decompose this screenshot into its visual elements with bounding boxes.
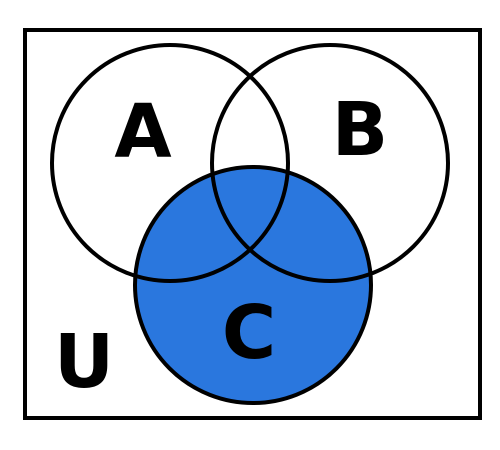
set-c-circle — [133, 165, 373, 405]
set-a-label: A — [114, 89, 171, 175]
set-c-label: C — [222, 290, 276, 376]
set-a-circle — [50, 43, 290, 283]
set-b-label: B — [332, 87, 388, 173]
universe-label: U — [54, 319, 114, 405]
set-b-circle — [210, 43, 450, 283]
